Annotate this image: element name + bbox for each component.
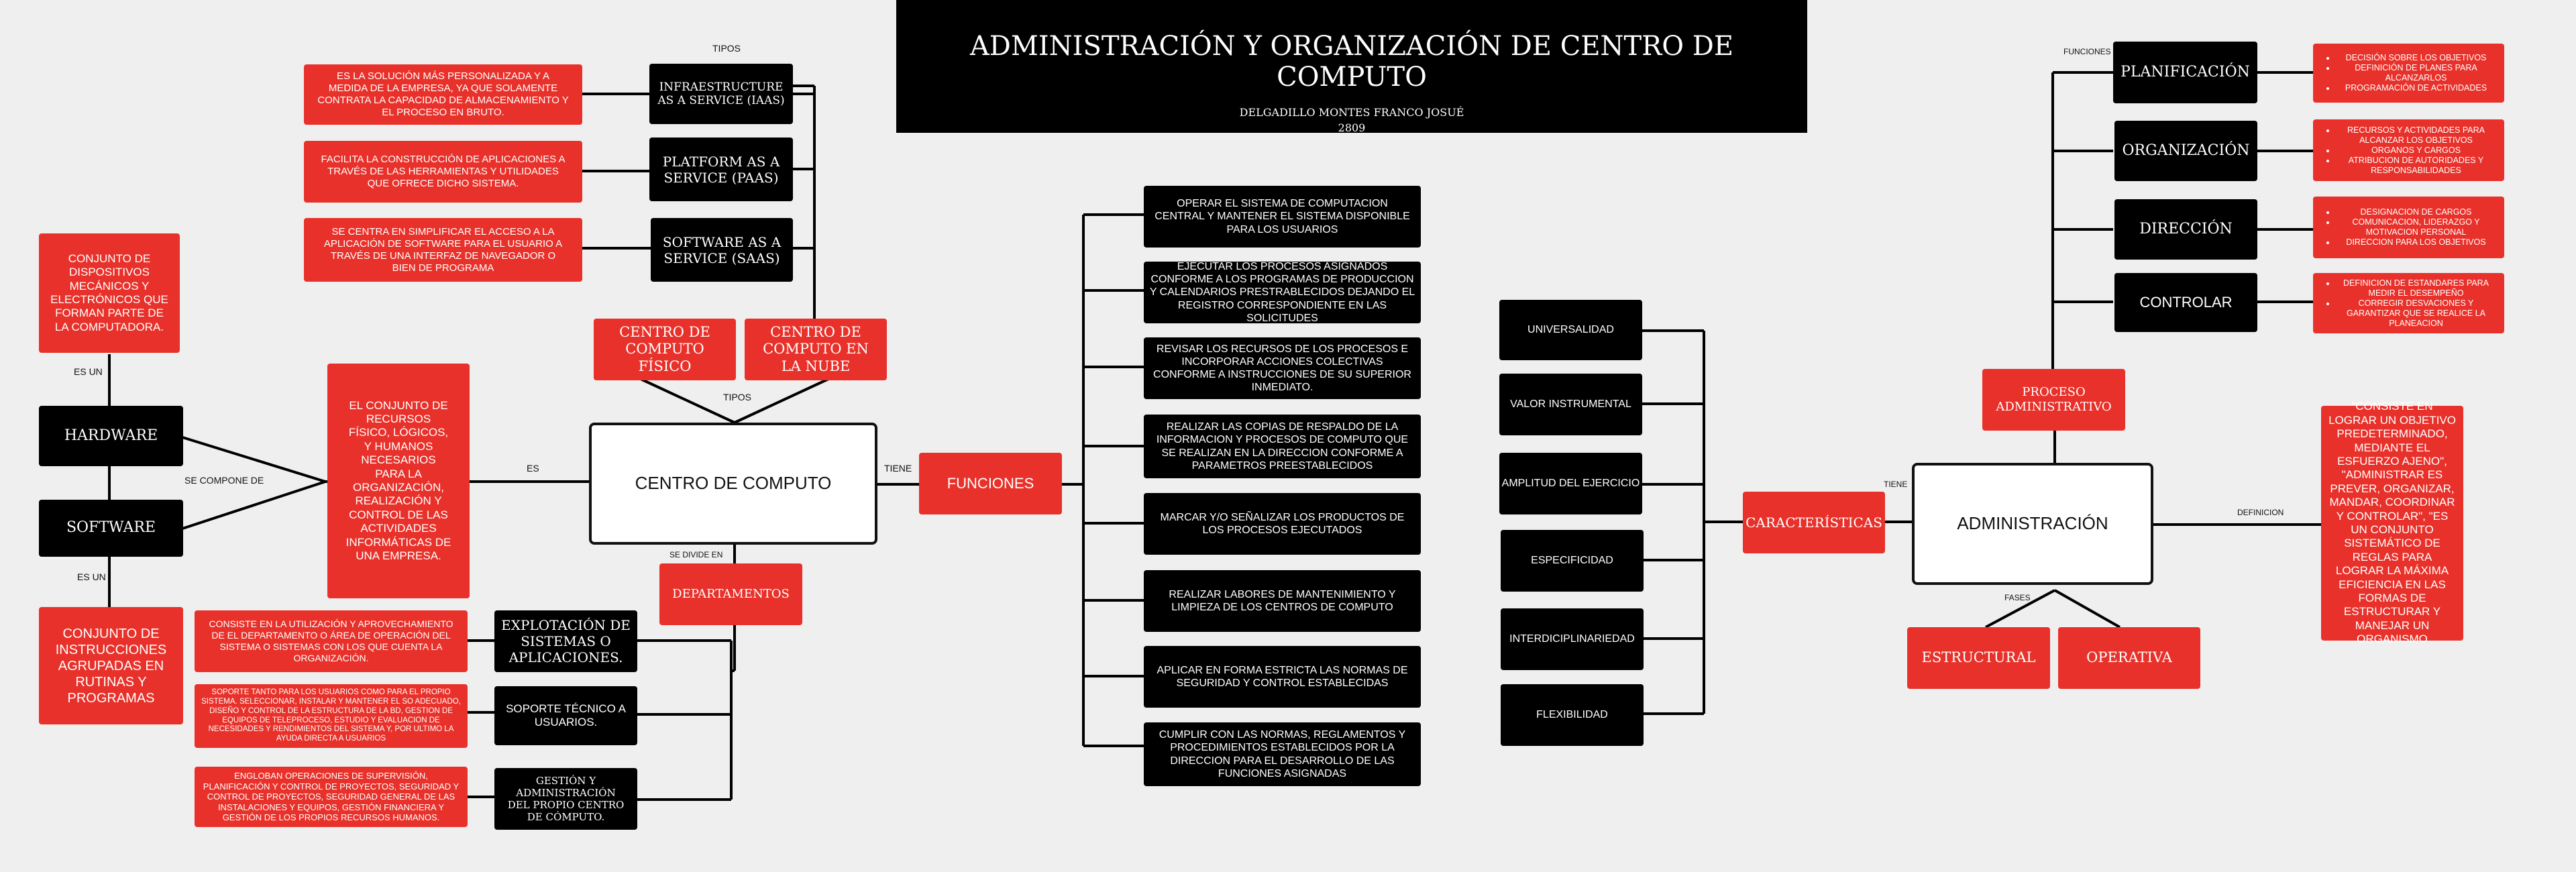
funcion-item: EJECUTAR LOS PROCESOS ASIGNADOS CONFORME… [1144,261,1421,324]
bullet-item: PROGRAMACIÓN DE ACTIVIDADES [2336,83,2496,93]
bullet-item: CORREGIR DESVACIONES Y GARANTIZAR QUE SE… [2336,298,2496,329]
funcion-item: REALIZAR LABORES DE MANTENIMIENTO Y LIMP… [1144,570,1421,632]
bullet-item: DEFINICION DE ESTANDARES PARA MEDIR EL D… [2336,278,2496,298]
funcion-item: MARCAR Y/O SEÑALIZAR LOS PRODUCTOS DE LO… [1144,493,1421,555]
saas-description: SE CENTRA EN SIMPLIFICAR EL ACCESO A LA … [304,218,582,282]
software-node: SOFTWARE [39,500,183,557]
es-label: ES [527,463,539,474]
caracteristica-item: ESPECIFICIDAD [1501,530,1644,592]
funciones-label: FUNCIONES [2063,47,2111,56]
tipos-label: TIPOS [723,392,752,402]
es-un-label-2: ES UN [77,571,106,582]
dept-1-node: EXPLOTACIÓN DE SISTEMAS O APLICACIONES. [494,610,637,672]
author-name: DELGADILLO MONTES FRANCO JOSUÉ [1239,106,1464,119]
dept-3-description: ENGLOBAN OPERACIONES DE SUPERVISIÓN, PLA… [195,767,468,827]
funcion-item: CUMPLIR CON LAS NORMAS, REGLAMENTOS Y PR… [1144,722,1421,786]
centro-computo-node: CENTRO DE COMPUTO [589,423,877,545]
funciones-node: FUNCIONES [919,453,1062,514]
funcion-item: REVISAR LOS RECURSOS DE LOS PROCESOS E I… [1144,337,1421,399]
tiene-label-2: TIENE [1884,480,1908,489]
stage-controlar-bullets: DEFINICION DE ESTANDARES PARA MEDIR EL D… [2313,273,2504,333]
caracteristica-item: VALOR INSTRUMENTAL [1499,374,1642,435]
stage-controlar-node: CONTROLAR [2114,273,2257,332]
fase-estructural-node: ESTRUCTURAL [1907,627,2050,689]
administracion-node: ADMINISTRACIÓN [1912,463,2153,585]
hardware-description: CONJUNTO DE DISPOSITIVOS MECÁNICOS Y ELE… [39,233,180,353]
fase-operativa-node: OPERATIVA [2058,627,2200,689]
funcion-item: OPERAR EL SISTEMA DE COMPUTACION CENTRAL… [1144,186,1421,248]
tipos-top-label: TIPOS [712,43,741,54]
dept-1-description: CONSISTE EN LA UTILIZACIÓN Y APROVECHAMI… [195,610,468,672]
se-compone-de-label: SE COMPONE DE [184,475,264,486]
administracion-definition: "CONSISTE EN LOGRAR UN OBJETIVO PREDETER… [2321,400,2463,645]
iaas-node: INFRAESTRUCTURE AS A SERVICE (IAAS) [649,64,793,124]
centro-fisico-node: CENTRO DE COMPUTO FÍSICO [594,319,736,380]
stage-direccion-node: DIRECCIÓN [2114,199,2257,260]
stage-direccion-bullets: DESIGNACION DE CARGOS COMUNICACION, LIDE… [2313,197,2504,258]
dept-2-description: SOPORTE TANTO PARA LOS USUARIOS COMO PAR… [195,684,468,748]
funcion-item: REALIZAR LAS COPIAS DE RESPALDO DE LA IN… [1144,415,1421,478]
es-un-label-1: ES UN [74,366,103,377]
se-divide-en-label: SE DIVIDE EN [669,550,723,559]
stage-planificacion-node: PLANIFICACIÓN [2113,42,2257,103]
caracteristica-item: FLEXIBILIDAD [1501,684,1644,746]
caracteristica-item: UNIVERSALIDAD [1499,300,1642,360]
bullet-item: DEFINICIÓN DE PLANES PARA ALCANZARLOS [2336,63,2496,83]
bullet-item: DESIGNACION DE CARGOS [2336,207,2496,217]
stage-organizacion-bullets: RECURSOS Y ACTIVIDADES PARA ALCANZAR LOS… [2313,119,2504,181]
paas-node: PLATFORM AS A SERVICE (PAAS) [649,138,793,201]
bullet-item: ATRIBUCION DE AUTORIDADES Y RESPONSABILI… [2336,156,2496,176]
funcion-item: APLICAR EN FORMA ESTRICTA LAS NORMAS DE … [1144,646,1421,708]
fases-label: FASES [2004,593,2031,602]
dept-3-node: GESTIÓN Y ADMINISTRACIÓN DEL PROPIO CENT… [494,768,637,830]
centro-nube-node: CENTRO DE COMPUTO EN LA NUBE [745,319,887,380]
saas-node: SOFTWARE AS A SERVICE (SAAS) [651,218,793,282]
caracteristica-item: AMPLITUD DEL EJERCICIO [1499,453,1642,514]
iaas-description: ES LA SOLUCIÓN MÁS PERSONALIZADA Y A MED… [304,64,582,125]
centro-computo-definition: EL CONJUNTO DE RECURSOS FÍSICO, LÓGICOS,… [327,364,470,598]
caracteristicas-node: CARACTERÍSTICAS [1743,492,1885,553]
caracteristica-item: INTERDICIPLINARIEDAD [1501,608,1644,670]
bullet-item: RECURSOS Y ACTIVIDADES PARA ALCANZAR LOS… [2336,125,2496,146]
dept-2-node: SOPORTE TÉCNICO A USUARIOS. [494,686,637,745]
definicion-label: DEFINICION [2237,508,2284,517]
hardware-node: HARDWARE [39,406,183,466]
page-title: ADMINISTRACIÓN Y ORGANIZACIÓN DE CENTRO … [969,31,1734,93]
bullet-item: DECISIÓN SOBRE LOS OBJETIVOS [2336,53,2496,63]
tiene-label: TIENE [884,463,912,474]
bullet-item: ORGANOS Y CARGOS [2336,146,2496,156]
software-description: CONJUNTO DE INSTRUCCIONES AGRUPADAS EN R… [39,607,183,724]
stage-organizacion-node: ORGANIZACIÓN [2114,121,2257,181]
proceso-administrativo-node: PROCESO ADMINISTRATIVO [1982,369,2125,431]
bullet-item: DIRECCION PARA LOS OBJETIVOS [2336,237,2496,248]
title-banner: ADMINISTRACIÓN Y ORGANIZACIÓN DE CENTRO … [896,0,1807,134]
stage-planificacion-bullets: DECISIÓN SOBRE LOS OBJETIVOS DEFINICIÓN … [2313,44,2504,103]
bullet-item: COMUNICACION, LIDERAZGO Y MOTIVACION PER… [2336,217,2496,237]
departamentos-node: DEPARTAMENTOS [659,563,802,625]
paas-description: FACILITA LA CONSTRUCCIÓN DE APLICACIONES… [304,141,582,203]
author-code: 2809 [1338,121,1366,134]
